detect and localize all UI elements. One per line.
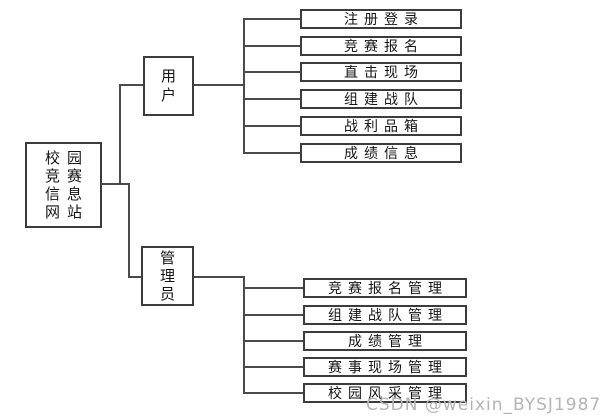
connector-user-stub-4 [243, 98, 300, 100]
user-leaf-register-login: 注册登录 [300, 9, 462, 29]
connector-user-stub-1 [243, 18, 300, 20]
connector-admin-stub-1 [243, 287, 303, 289]
connector-admin-to-bus [194, 276, 244, 278]
connector-user-branch-horizontal [119, 84, 143, 86]
user-leaf-live-scene: 直击现场 [300, 62, 462, 82]
root-node-campus-competition-website: 校园 竞赛 信息 网站 [25, 142, 102, 228]
connector-user-stub-5 [243, 125, 300, 127]
connector-admin-stub-5 [243, 392, 303, 394]
leaf-label: 组建战队 [344, 92, 424, 108]
leaf-label: 校园风采管理 [328, 386, 448, 402]
admin-leaf-event-scene-management: 赛事现场管理 [303, 357, 467, 377]
leaf-label: 注册登录 [344, 12, 424, 28]
connector-user-stub-6 [243, 152, 300, 154]
leaf-label: 战利品箱 [344, 119, 424, 135]
user-leaf-build-team: 组建战队 [300, 89, 462, 109]
leaf-label: 竞赛报名管理 [328, 281, 448, 297]
connector-admin-stub-2 [243, 314, 303, 316]
leaf-label: 赛事现场管理 [328, 360, 448, 376]
branch-node-admin: 管 理 员 [141, 246, 194, 306]
connector-root-horizontal [101, 183, 130, 185]
user-leaf-loot-box: 战利品箱 [300, 116, 462, 136]
root-node-label: 校园 竞赛 信息 网站 [44, 149, 89, 221]
connector-admin-stub-3 [243, 340, 303, 342]
connector-user-bus-vertical [243, 18, 245, 154]
branch-node-user: 用 户 [143, 56, 194, 116]
admin-leaf-campus-style-management: 校园风采管理 [303, 383, 467, 403]
branch-node-user-label: 用 户 [160, 67, 176, 104]
connector-user-stub-2 [243, 45, 300, 47]
user-leaf-score-info: 成绩信息 [300, 143, 462, 163]
leaf-label: 成绩管理 [348, 334, 428, 350]
connector-user-branch-vertical [119, 84, 121, 185]
branch-node-admin-label: 管 理 员 [159, 249, 175, 303]
csdn-watermark: CSDN @weixin_BYSJ1987 [366, 395, 602, 415]
leaf-label: 直击现场 [344, 65, 424, 81]
connector-admin-bus-vertical [243, 276, 245, 394]
admin-leaf-team-management: 组建战队管理 [303, 305, 467, 325]
connector-admin-stub-4 [243, 366, 303, 368]
admin-leaf-signup-management: 竞赛报名管理 [303, 278, 467, 298]
connector-admin-branch-vertical [128, 183, 130, 278]
user-leaf-competition-signup: 竞赛报名 [300, 36, 462, 56]
connector-user-to-bus [194, 84, 244, 86]
connector-admin-branch-horizontal [128, 276, 141, 278]
leaf-label: 竞赛报名 [344, 39, 424, 55]
admin-leaf-score-management: 成绩管理 [303, 331, 467, 351]
connector-user-stub-3 [243, 71, 300, 73]
leaf-label: 成绩信息 [344, 146, 424, 162]
leaf-label: 组建战队管理 [328, 308, 448, 324]
